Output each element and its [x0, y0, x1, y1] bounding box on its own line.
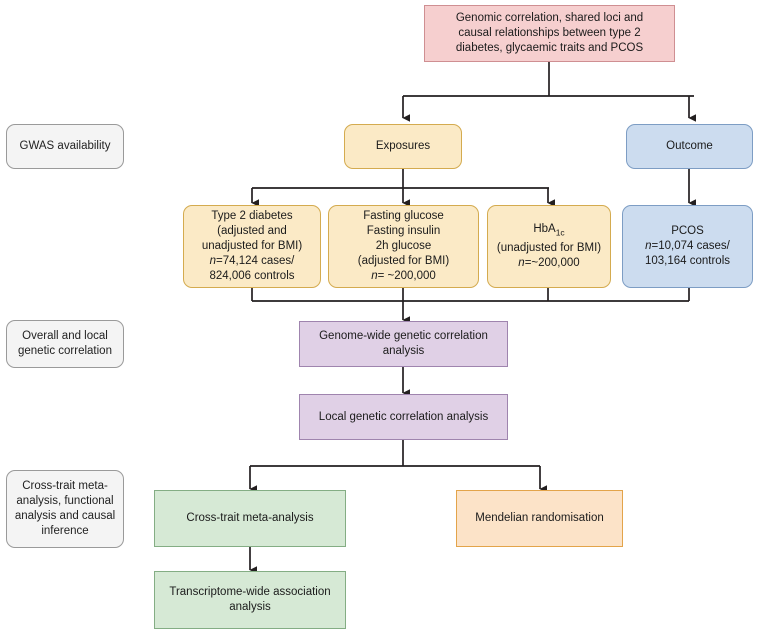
stage-label-genetic-correlation: Overall and local genetic correlation [6, 320, 124, 368]
study-title-line-3: diabetes, glycaemic traits and PCOS [455, 42, 644, 54]
outcome-label: Outcome [666, 140, 713, 152]
mr-line-1: Mendelian randomisation [475, 512, 604, 524]
node-local-genetic-correlation: Local genetic correlation analysis [299, 394, 508, 440]
hba1c-name: HbA [533, 223, 556, 236]
fasting-n-symbol: n [371, 270, 378, 282]
fasting-n-value: = ~200,000 [377, 270, 436, 282]
t2d-line-2: (adjusted and [217, 225, 287, 237]
pcos-sample-size-1: n=10,074 cases/ [629, 239, 746, 254]
node-outcome: Outcome [626, 124, 753, 169]
node-exposures: Exposures [344, 124, 462, 169]
study-title-line-1: Genomic correlation, shared loci and [455, 12, 644, 24]
stage-gwas-text: GWAS availability [19, 140, 111, 152]
pcos-n-value: =10,074 cases/ [651, 240, 730, 252]
pcos-sample-size-2: 103,164 controls [644, 255, 731, 267]
fasting-line-2: Fasting insulin [366, 225, 441, 237]
twas-line-1: Transcriptome-wide association [169, 586, 331, 598]
crosstrait-line-1: Cross-trait meta-analysis [186, 512, 314, 524]
t2d-sample-size-2: 824,006 controls [209, 270, 295, 282]
twas-line-2: analysis [229, 601, 271, 613]
t2d-line-3: unadjusted for BMI) [201, 240, 303, 252]
localcorr-line-1: Local genetic correlation analysis [318, 410, 489, 423]
t2d-sample-size-1: n=74,124 cases/ [190, 254, 314, 269]
hba1c-n-value: =~200,000 [524, 256, 580, 269]
gwcorr-line-1: Genome-wide genetic correlation [319, 330, 488, 342]
t2d-n-symbol: n [209, 255, 217, 267]
node-hba1c: HbA1c (unadjusted for BMI) n=~200,000 [487, 205, 611, 288]
stage-corr-line-2: genetic correlation [18, 345, 112, 357]
hba1c-line-2: (unadjusted for BMI) [496, 241, 602, 254]
node-study-title: Genomic correlation, shared loci and cau… [424, 5, 675, 62]
gwcorr-line-2: analysis [382, 345, 425, 357]
stage-causal-line-2: analysis, functional [16, 495, 114, 507]
fasting-line-1: Fasting glucose [363, 210, 444, 222]
node-transcriptome-wide-association: Transcriptome-wide association analysis [154, 571, 346, 629]
fasting-line-4: (adjusted for BMI) [357, 255, 450, 267]
stage-causal-line-4: inference [41, 525, 89, 537]
exposures-label: Exposures [375, 140, 431, 152]
node-mendelian-randomisation: Mendelian randomisation [456, 490, 623, 547]
hba1c-n-symbol: n [518, 256, 525, 269]
pcos-n-symbol: n [645, 240, 652, 252]
node-cross-trait-meta-analysis: Cross-trait meta-analysis [154, 490, 346, 547]
fasting-sample-size: n= ~200,000 [335, 269, 472, 284]
fasting-line-3: 2h glucose [375, 240, 432, 252]
node-pcos: PCOS n=10,074 cases/ 103,164 controls [622, 205, 753, 288]
node-type-2-diabetes: Type 2 diabetes (adjusted and unadjusted… [183, 205, 321, 288]
hba1c-line-1: HbA1c [494, 222, 604, 240]
stage-causal-line-1: Cross-trait meta- [22, 480, 108, 492]
study-title-line-2: causal relationships between type 2 [458, 27, 641, 39]
pcos-line-1: PCOS [671, 225, 704, 237]
stage-label-causal-inference: Cross-trait meta- analysis, functional a… [6, 470, 124, 548]
t2d-n-value: =74,124 cases/ [216, 255, 295, 267]
node-genome-wide-genetic-correlation: Genome-wide genetic correlation analysis [299, 321, 508, 367]
stage-causal-line-3: analysis and causal [14, 510, 116, 522]
stage-label-gwas-availability: GWAS availability [6, 124, 124, 169]
t2d-line-1: Type 2 diabetes [211, 210, 293, 222]
stage-corr-line-1: Overall and local [22, 330, 108, 342]
hba1c-sample-size: n=~200,000 [494, 256, 604, 271]
node-fasting-glucose-insulin: Fasting glucose Fasting insulin 2h gluco… [328, 205, 479, 288]
hba1c-subscript: 1c [555, 227, 565, 238]
